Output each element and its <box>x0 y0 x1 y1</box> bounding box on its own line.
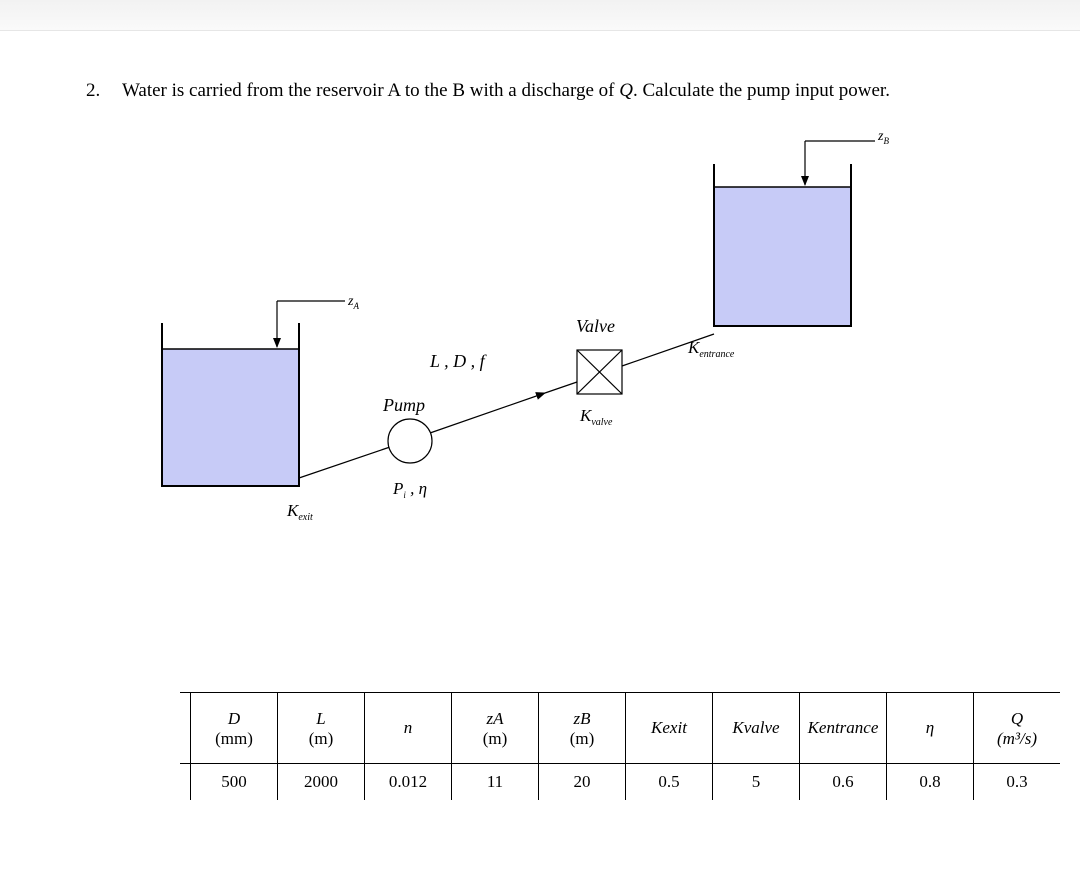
k-entrance-label: Kentrance <box>687 338 735 360</box>
k-valve-label: Kvalve <box>579 406 613 428</box>
table-header-row-2: (mm) (m) (m) (m) (m³/s) <box>180 729 1060 764</box>
z-a-label: zA <box>347 294 359 311</box>
col-header-d: D <box>190 692 278 729</box>
col-header-za: zA <box>451 692 539 729</box>
problem-text-q: Q <box>619 80 633 101</box>
pipe-segment-1 <box>298 446 391 479</box>
valve-icon <box>576 349 623 395</box>
value-kentrance: 0.6 <box>799 763 887 800</box>
value-zb: 20 <box>538 763 626 800</box>
pipe-segment-2 <box>429 392 546 434</box>
col-header-l: L <box>277 692 365 729</box>
viewer-top-bar <box>0 0 1080 31</box>
value-n: 0.012 <box>364 763 452 800</box>
reservoir-b-walls <box>713 164 852 327</box>
pump-params-label: Pi , η <box>392 479 427 500</box>
col-unit-l: (m) <box>277 729 365 764</box>
pipe-properties-label: L , D , f <box>429 351 488 371</box>
k-exit-label: Kexit <box>286 501 313 523</box>
reservoir-a <box>161 323 300 487</box>
value-kvalve: 5 <box>712 763 800 800</box>
col-unit-za: (m) <box>451 729 539 764</box>
pipe-segment-4 <box>621 333 715 367</box>
value-l: 2000 <box>277 763 365 800</box>
parameters-table: D L n zA zB Kexit Kvalve Kentrance η Q (… <box>180 692 1060 800</box>
pump-label: Pump <box>382 395 425 415</box>
reservoir-a-walls <box>161 323 300 487</box>
col-header-kentrance: Kentrance <box>799 692 887 764</box>
col-header-kexit: Kexit <box>625 692 713 764</box>
col-header-n: n <box>364 692 452 764</box>
value-q: 0.3 <box>973 763 1060 800</box>
value-kexit: 0.5 <box>625 763 713 800</box>
col-unit-zb: (m) <box>538 729 626 764</box>
problem-statement: 2. Water is carried from the reservoir A … <box>86 80 890 102</box>
col-header-eta: η <box>886 692 974 764</box>
value-eta: 0.8 <box>886 763 974 800</box>
problem-text-1: Water is carried from the reservoir A to… <box>122 80 620 101</box>
problem-text-2: . Calculate the pump input power. <box>632 80 890 101</box>
pipe-segment-3 <box>544 381 578 394</box>
reservoir-b <box>713 164 852 327</box>
table-row: 500 2000 0.012 11 20 0.5 5 0.6 0.8 0.3 <box>180 763 1060 800</box>
value-za: 11 <box>451 763 539 800</box>
col-unit-q: (m³/s) <box>973 729 1060 764</box>
problem-number: 2. <box>86 80 101 101</box>
valve-label: Valve <box>576 316 615 336</box>
col-header-kvalve: Kvalve <box>712 692 800 764</box>
col-unit-d: (mm) <box>190 729 278 764</box>
value-d: 500 <box>190 763 278 800</box>
pump-icon <box>387 418 433 464</box>
z-b-indicator: zB <box>801 129 889 186</box>
z-b-label: zB <box>877 129 889 146</box>
reservoir-a-water <box>162 349 299 485</box>
reservoir-b-water <box>714 187 851 325</box>
pipeline-diagram: zA Kexit zB Pump Pi , η L , D , f Valve … <box>161 129 889 523</box>
table-header-row-1: D L n zA zB Kexit Kvalve Kentrance η Q <box>180 692 1060 764</box>
col-header-zb: zB <box>538 692 626 729</box>
col-header-q: Q <box>973 692 1060 729</box>
z-a-indicator: zA <box>273 294 359 348</box>
